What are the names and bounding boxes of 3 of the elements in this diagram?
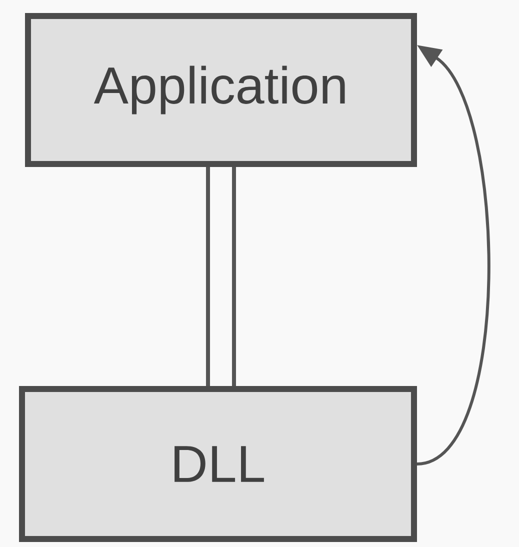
connector-line [206, 165, 236, 388]
process-box: DLL [19, 386, 417, 542]
process-box: Application [25, 13, 417, 167]
